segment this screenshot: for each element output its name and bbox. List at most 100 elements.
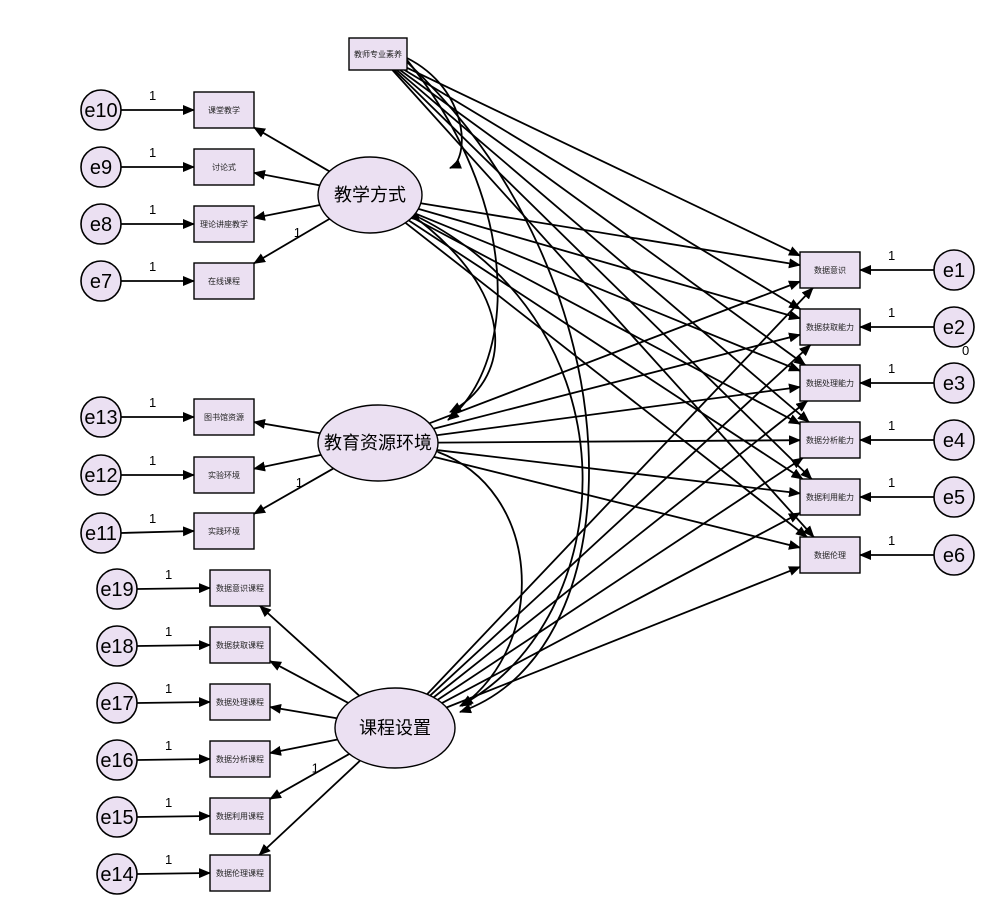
error-term: e3 [933, 362, 975, 404]
error-term: e11 [80, 512, 122, 554]
path-F1-Y6 [404, 222, 808, 538]
weight-label: 1 [888, 475, 895, 490]
weight-label: 1 [888, 305, 895, 320]
error-term-label: e4 [943, 430, 965, 452]
path-F3-Y6 [446, 566, 801, 709]
error-arrow-e19 [136, 583, 211, 594]
indicator-label: 数据分析课程 [216, 754, 264, 764]
covariance-F1-F2 [408, 210, 497, 413]
indicator-box: 在线课程 [193, 262, 255, 300]
indicator-box: 数据分析能力 [799, 421, 861, 459]
loading-arrow-F3-X19 [259, 605, 360, 697]
weight-label: 1 [312, 760, 319, 775]
error-term-label: e18 [100, 636, 133, 658]
error-term-label: e7 [90, 271, 112, 293]
indicator-label: 教师专业素养 [354, 49, 402, 59]
path-F1-Y3 [415, 212, 801, 372]
weight-label: 1 [149, 511, 156, 526]
error-term-label: e19 [100, 579, 133, 601]
error-arrow-e18 [136, 640, 211, 651]
weight-label: 1 [888, 533, 895, 548]
indicator-label: 数据分析能力 [806, 435, 854, 445]
error-term: e15 [96, 796, 138, 838]
path-F3-Y1 [426, 287, 814, 695]
loading-arrow-F1-X10 [253, 126, 330, 173]
path-F2-Y5 [436, 449, 801, 498]
path-F1-Y5 [408, 219, 804, 480]
indicator-box: 数据获取能力 [799, 308, 861, 346]
indicator-label: 实践环境 [208, 526, 240, 536]
path-F2-Y3 [436, 383, 801, 437]
indicator-label: 数据意识 [814, 265, 846, 275]
weight-label: 1 [165, 567, 172, 582]
error-term: e2 [933, 306, 975, 348]
latent-factor-label: 教育资源环境 [324, 433, 432, 454]
error-term-label: e10 [84, 100, 117, 122]
covariance-T-F2 [396, 48, 499, 421]
loading-arrow-F3-X15 [269, 753, 350, 800]
error-term: e6 [933, 534, 975, 576]
error-arrow-e14 [136, 868, 211, 879]
error-term: e14 [96, 853, 138, 895]
indicator-label: 课堂教学 [208, 105, 240, 115]
error-term: e9 [80, 146, 122, 188]
indicator-box: 数据伦理 [799, 536, 861, 574]
error-term: e8 [80, 203, 122, 245]
error-term-label: e11 [85, 523, 117, 545]
path-T-Y5 [393, 69, 813, 480]
indicator-label: 理论讲座教学 [200, 219, 248, 229]
weight-label: 1 [888, 418, 895, 433]
indicator-box: 数据处理课程 [209, 683, 271, 721]
error-term-label: e3 [943, 373, 965, 395]
path-F3-Y5 [441, 512, 801, 704]
error-term: e7 [80, 260, 122, 302]
indicator-box: 数据利用课程 [209, 797, 271, 835]
error-term: e1 [933, 249, 975, 291]
indicator-box: 实验环境 [193, 456, 255, 494]
indicator-box: 数据获取课程 [209, 626, 271, 664]
error-term: e12 [80, 454, 122, 496]
weight-label: 1 [149, 145, 156, 160]
error-term-label: e13 [84, 407, 117, 429]
indicator-label: 数据意识课程 [216, 583, 264, 593]
error-term: e19 [96, 568, 138, 610]
latent-factor-label: 教学方式 [334, 185, 406, 206]
path-F2-Y1 [429, 280, 801, 425]
error-arrow-e15 [136, 811, 211, 822]
loading-arrow-F3-X18 [269, 660, 349, 704]
weight-label: 0 [962, 343, 969, 358]
latent-factor: 教学方式 [317, 156, 423, 234]
loading-arrow-F1-X7 [253, 218, 330, 265]
indicator-label: 数据获取课程 [216, 640, 264, 650]
indicator-box: 实践环境 [193, 512, 255, 550]
indicator-box: 教师专业素养 [348, 37, 408, 71]
indicator-label: 讨论式 [212, 162, 236, 172]
loading-arrow-F1-X9 [253, 169, 320, 187]
error-term-label: e15 [100, 807, 133, 829]
weight-label: 1 [165, 624, 172, 639]
error-term-label: e14 [100, 864, 133, 886]
latent-factor: 课程设置 [334, 687, 456, 769]
weight-label: 1 [149, 259, 156, 274]
weight-label: 1 [165, 738, 172, 753]
indicator-box: 图书馆资源 [193, 398, 255, 436]
error-term: e5 [933, 476, 975, 518]
error-term: e16 [96, 739, 138, 781]
indicator-label: 数据利用能力 [806, 492, 854, 502]
path-F3-Y4 [437, 457, 804, 701]
error-term-label: e1 [943, 260, 965, 282]
indicator-label: 数据利用课程 [216, 811, 264, 821]
indicator-label: 在线课程 [208, 276, 240, 286]
weight-label: 1 [165, 852, 172, 867]
loading-arrow-F2-X13 [253, 418, 321, 435]
error-term: e18 [96, 625, 138, 667]
path-F2-Y6 [433, 455, 801, 550]
path-T-Y4 [396, 69, 810, 423]
error-term: e17 [96, 682, 138, 724]
error-term-label: e17 [100, 693, 133, 715]
path-F3-Y2 [429, 344, 812, 697]
indicator-label: 图书馆资源 [204, 412, 244, 422]
loading-arrow-F3-X17 [269, 703, 337, 720]
weight-label: 1 [165, 795, 172, 810]
